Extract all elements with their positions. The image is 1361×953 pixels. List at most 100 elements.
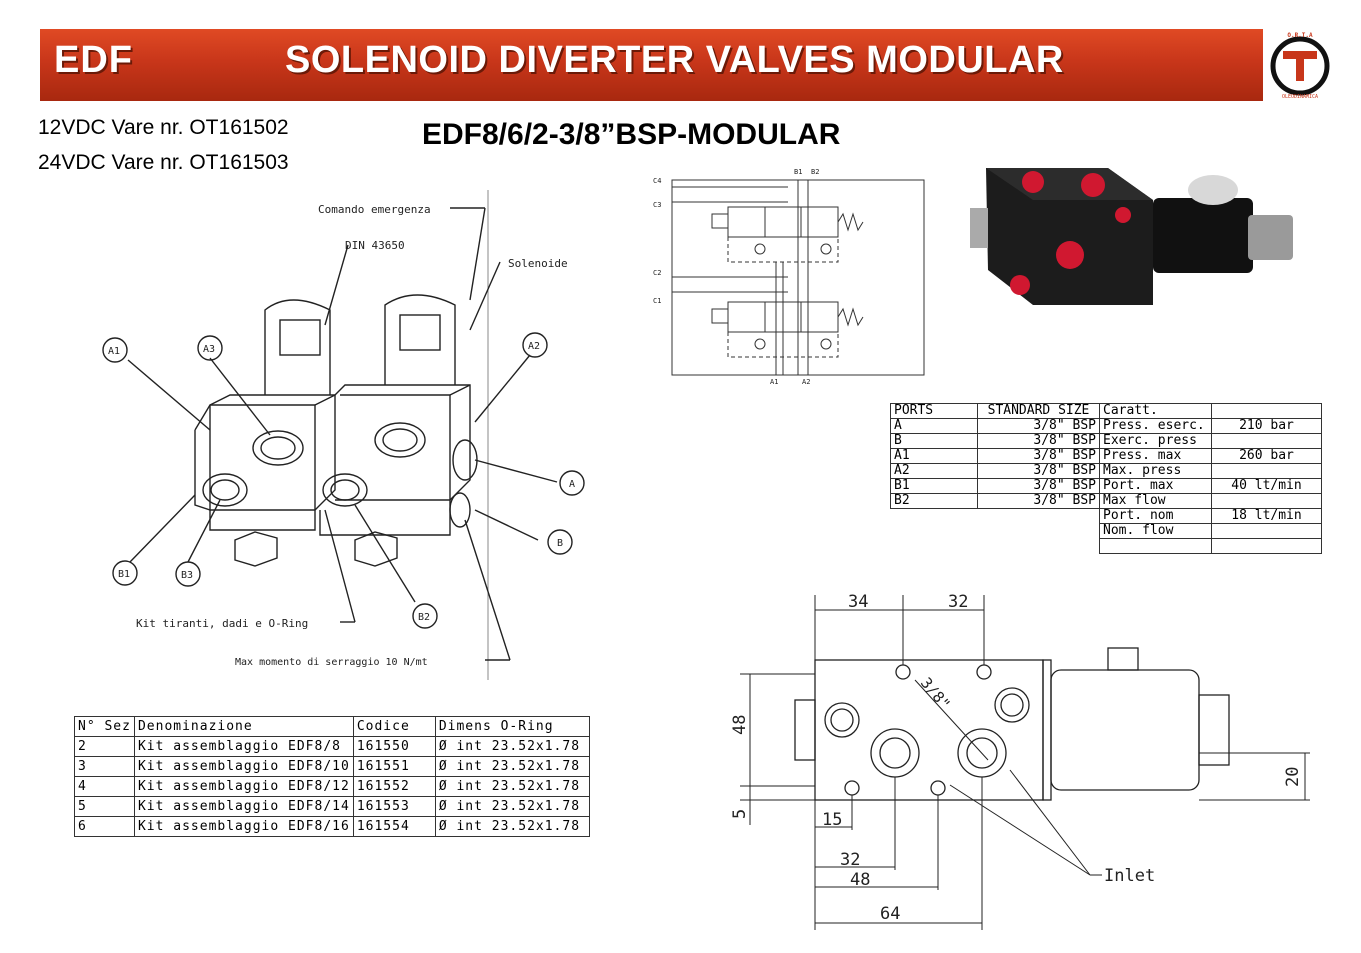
- table-row: Nom. flow: [891, 523, 1322, 539]
- ports-header-cell: [1211, 403, 1322, 419]
- ports-cell: [891, 539, 978, 554]
- label-comando-emergenza: Comando emergenza: [318, 203, 431, 216]
- kit-cell: 4: [74, 776, 135, 797]
- ports-cell: Max. press: [1099, 463, 1212, 479]
- table-row: 4 Kit assemblaggio EDF8/12 161552 Ø int …: [74, 776, 591, 797]
- ports-cell: 40 lt/min: [1211, 478, 1322, 494]
- schematic-label-c3: C3: [653, 201, 661, 209]
- ports-cell: 3/8" BSP: [977, 493, 1100, 509]
- ports-cell: 210 bar: [1211, 418, 1322, 434]
- schematic-label-a1: A1: [770, 378, 778, 386]
- product-photo: [970, 168, 1293, 305]
- svg-text:OLEODINAMICA: OLEODINAMICA: [1282, 94, 1318, 99]
- label-a3: A3: [203, 344, 215, 355]
- valve-isometric-drawing: Comando emergenza DIN 43650 Solenoide A1…: [102, 190, 585, 680]
- kit-header-cell: Denominazione: [133, 716, 354, 737]
- header-banner: EDF SOLENOID DIVERTER VALVES MODULAR: [40, 29, 1263, 101]
- ports-cell: A: [890, 418, 978, 434]
- schematic-label-b2: B2: [811, 168, 819, 176]
- ports-cell: [1211, 463, 1322, 479]
- table-row: 6 Kit assemblaggio EDF8/16 161554 Ø int …: [74, 816, 591, 837]
- dim-32-top: 32: [948, 592, 968, 612]
- dim-thread: 3/8": [917, 674, 954, 713]
- kit-table: N° Sez Denominazione Codice Dimens O-Rin…: [74, 716, 591, 837]
- dim-34: 34: [848, 592, 868, 612]
- table-row: B1 3/8" BSP Port. max 40 lt/min: [890, 478, 1322, 494]
- ports-cell: [1211, 433, 1322, 449]
- dim-15: 15: [822, 810, 842, 830]
- label-a2: A2: [528, 341, 540, 352]
- table-row: B2 3/8" BSP Max flow: [890, 493, 1322, 509]
- ports-cell: [978, 539, 1100, 554]
- table-row: [891, 538, 1322, 554]
- kit-cell: 5: [74, 796, 135, 817]
- kit-cell: 161550: [352, 736, 436, 757]
- ports-cell: Port. nom: [1099, 508, 1212, 524]
- schematic-label-c2: C2: [653, 269, 661, 277]
- schematic-label-c1: C1: [653, 297, 661, 305]
- label-a1: A1: [108, 346, 120, 357]
- ports-cell: A1: [890, 448, 978, 464]
- ports-cell: Press. max: [1099, 448, 1212, 464]
- inlet-label: Inlet: [1104, 866, 1155, 886]
- kit-cell: Kit assemblaggio EDF8/10: [133, 756, 354, 777]
- ports-cell: B: [890, 433, 978, 449]
- table-row: Port. nom 18 lt/min: [891, 508, 1322, 524]
- label-b3: B3: [181, 570, 193, 581]
- ports-cell: B2: [890, 493, 978, 509]
- label-b2: B2: [418, 612, 430, 623]
- kit-cell: 6: [74, 816, 135, 837]
- ports-cell: Press. eserc.: [1099, 418, 1212, 434]
- ports-cell: [891, 509, 978, 524]
- kit-cell: 161551: [352, 756, 436, 777]
- hydraulic-schematic: C4 C3 C2 C1 B1 B2 A1 A2: [653, 168, 925, 386]
- kit-cell: Kit assemblaggio EDF8/14: [133, 796, 354, 817]
- kit-cell: Ø int 23.52x1.78: [434, 816, 591, 837]
- dim-64: 64: [880, 904, 900, 924]
- schematic-label-c4: C4: [653, 177, 661, 185]
- ports-cell: [1211, 538, 1322, 554]
- ports-cell: 18 lt/min: [1211, 508, 1322, 524]
- kit-cell: 3: [74, 756, 135, 777]
- ports-cell: 3/8" BSP: [977, 463, 1100, 479]
- kit-header-cell: Dimens O-Ring: [434, 716, 591, 737]
- kit-cell: Ø int 23.52x1.78: [434, 756, 591, 777]
- ports-cell: Max flow: [1099, 493, 1212, 509]
- label-b: B: [557, 538, 563, 549]
- kit-cell: 161553: [352, 796, 436, 817]
- table-row: A2 3/8" BSP Max. press: [890, 463, 1322, 479]
- company-logo: O.R.T.A OLEODINAMICA: [1270, 32, 1330, 99]
- kit-cell: Kit assemblaggio EDF8/12: [133, 776, 354, 797]
- model-title: EDF8/6/2-3/8”BSP-MODULAR: [422, 118, 841, 151]
- vare-24vdc: 24VDC Vare nr. OT161503: [38, 151, 289, 174]
- schematic-label-a2: A2: [802, 378, 810, 386]
- table-row: 3 Kit assemblaggio EDF8/10 161551 Ø int …: [74, 756, 591, 777]
- ports-table: PORTS STANDARD SIZE Caratt. A 3/8" BSP P…: [890, 403, 1322, 554]
- label-max-momento: Max momento di serraggio 10 N/mt: [235, 657, 428, 668]
- ports-cell: 260 bar: [1211, 448, 1322, 464]
- kit-cell: Kit assemblaggio EDF8/8: [133, 736, 354, 757]
- kit-cell: Ø int 23.52x1.78: [434, 776, 591, 797]
- ports-table-header: PORTS STANDARD SIZE Caratt.: [890, 403, 1322, 419]
- svg-text:O.R.T.A: O.R.T.A: [1287, 32, 1313, 39]
- kit-cell: 161552: [352, 776, 436, 797]
- ports-header-cell: PORTS: [890, 403, 978, 419]
- label-b1: B1: [118, 569, 130, 580]
- ports-header-cell: Caratt.: [1099, 403, 1212, 419]
- table-row: 5 Kit assemblaggio EDF8/14 161553 Ø int …: [74, 796, 591, 817]
- ports-cell: [1211, 523, 1322, 539]
- ports-cell: 3/8" BSP: [977, 448, 1100, 464]
- label-a: A: [569, 479, 575, 490]
- dimension-drawing: 34 32 48 5 20 15 32 48 64 3/8" Inlet: [730, 592, 1310, 930]
- ports-cell: [891, 524, 978, 539]
- dim-20: 20: [1283, 767, 1303, 787]
- table-row: B 3/8" BSP Exerc. press: [890, 433, 1322, 449]
- ports-cell: B1: [890, 478, 978, 494]
- ports-cell: [978, 524, 1100, 539]
- ports-header-cell: STANDARD SIZE: [977, 403, 1100, 419]
- dim-48-vertical: 48: [730, 715, 750, 735]
- ports-cell: A2: [890, 463, 978, 479]
- ports-cell: 3/8" BSP: [977, 433, 1100, 449]
- dim-48: 48: [850, 870, 870, 890]
- ports-cell: Nom. flow: [1099, 523, 1212, 539]
